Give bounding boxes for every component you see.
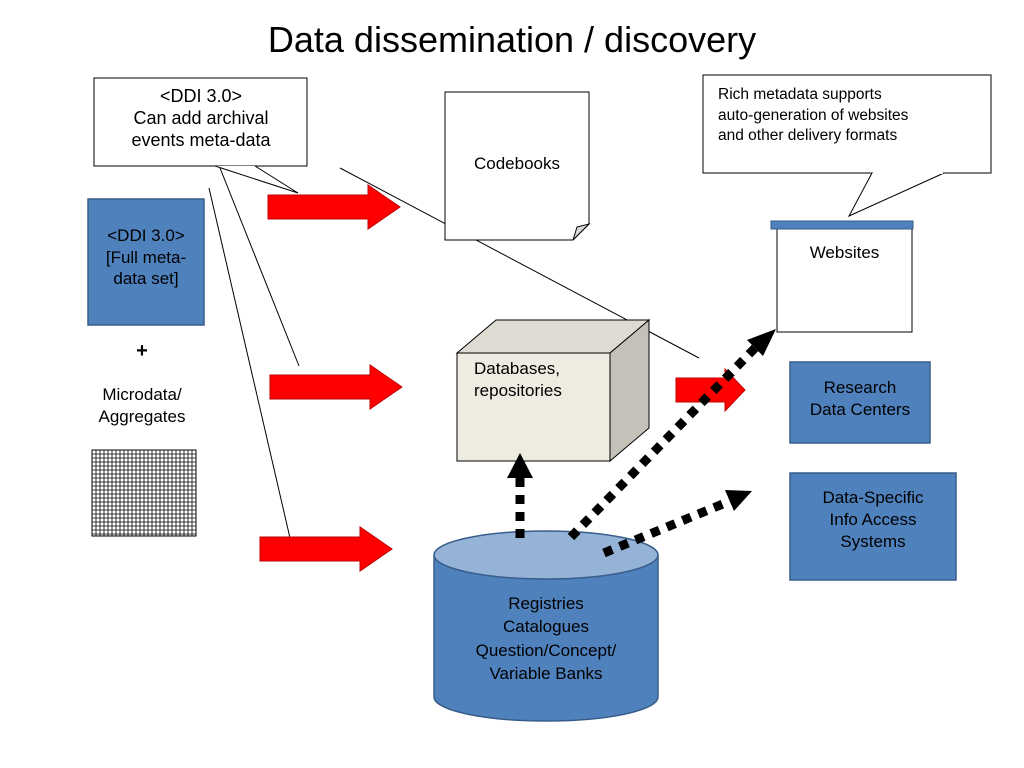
archival-callout-pointer [214, 165, 299, 194]
arrow-to-research-centers [675, 367, 746, 413]
archival-callout-box [93, 77, 308, 167]
websites-window [776, 222, 913, 333]
databases-cube-front [456, 352, 611, 462]
microdata-grid-icon [91, 449, 197, 537]
websites-title-bar [770, 220, 914, 230]
archival-callout-text: <DDI 3.0> Can add archival events meta-d… [131, 86, 271, 150]
page-title: Data dissemination / discovery [267, 19, 757, 60]
arrow-to-codebooks [267, 184, 401, 230]
research-data-centers-label: Research Data Centers [809, 378, 911, 420]
ddi-full-metadata-box [87, 198, 205, 326]
registries-label: Registries Catalogues Question/Concept/ … [475, 594, 617, 684]
data-specific-systems-box [789, 472, 957, 581]
codebooks-page-fold [572, 223, 591, 241]
dotted-arrow-to-data-systems [602, 496, 732, 558]
arrow-to-registries [259, 526, 393, 572]
arrow-to-databases [269, 364, 403, 410]
dotted-arrowhead-websites [747, 329, 776, 356]
rich-metadata-callout-pointer [847, 172, 945, 218]
registries-cylinder-body [433, 555, 659, 722]
databases-label: Databases, repositories [474, 359, 562, 401]
registries-cylinder-top [433, 530, 659, 580]
data-specific-systems-label: Data-Specific Info Access Systems [822, 488, 924, 552]
rich-metadata-callout-box [702, 74, 992, 174]
websites-label: Websites [809, 243, 880, 262]
microdata-label: Microdata/ Aggregates [98, 385, 186, 427]
callout-line-to-bottom-arrow [208, 187, 291, 539]
research-data-centers-box [789, 361, 931, 444]
ddi-box-label: <DDI 3.0> [Full meta- data set] [105, 226, 187, 289]
codebooks-label: Codebooks [473, 154, 560, 173]
callout-line-to-middle-arrow [219, 167, 300, 367]
rich-metadata-callout-text: Rich metadata supports auto-generation o… [718, 86, 909, 145]
dotted-arrowhead-data-systems [725, 490, 752, 511]
dotted-arrowhead-databases [507, 453, 533, 478]
plus-sign: + [136, 340, 148, 362]
